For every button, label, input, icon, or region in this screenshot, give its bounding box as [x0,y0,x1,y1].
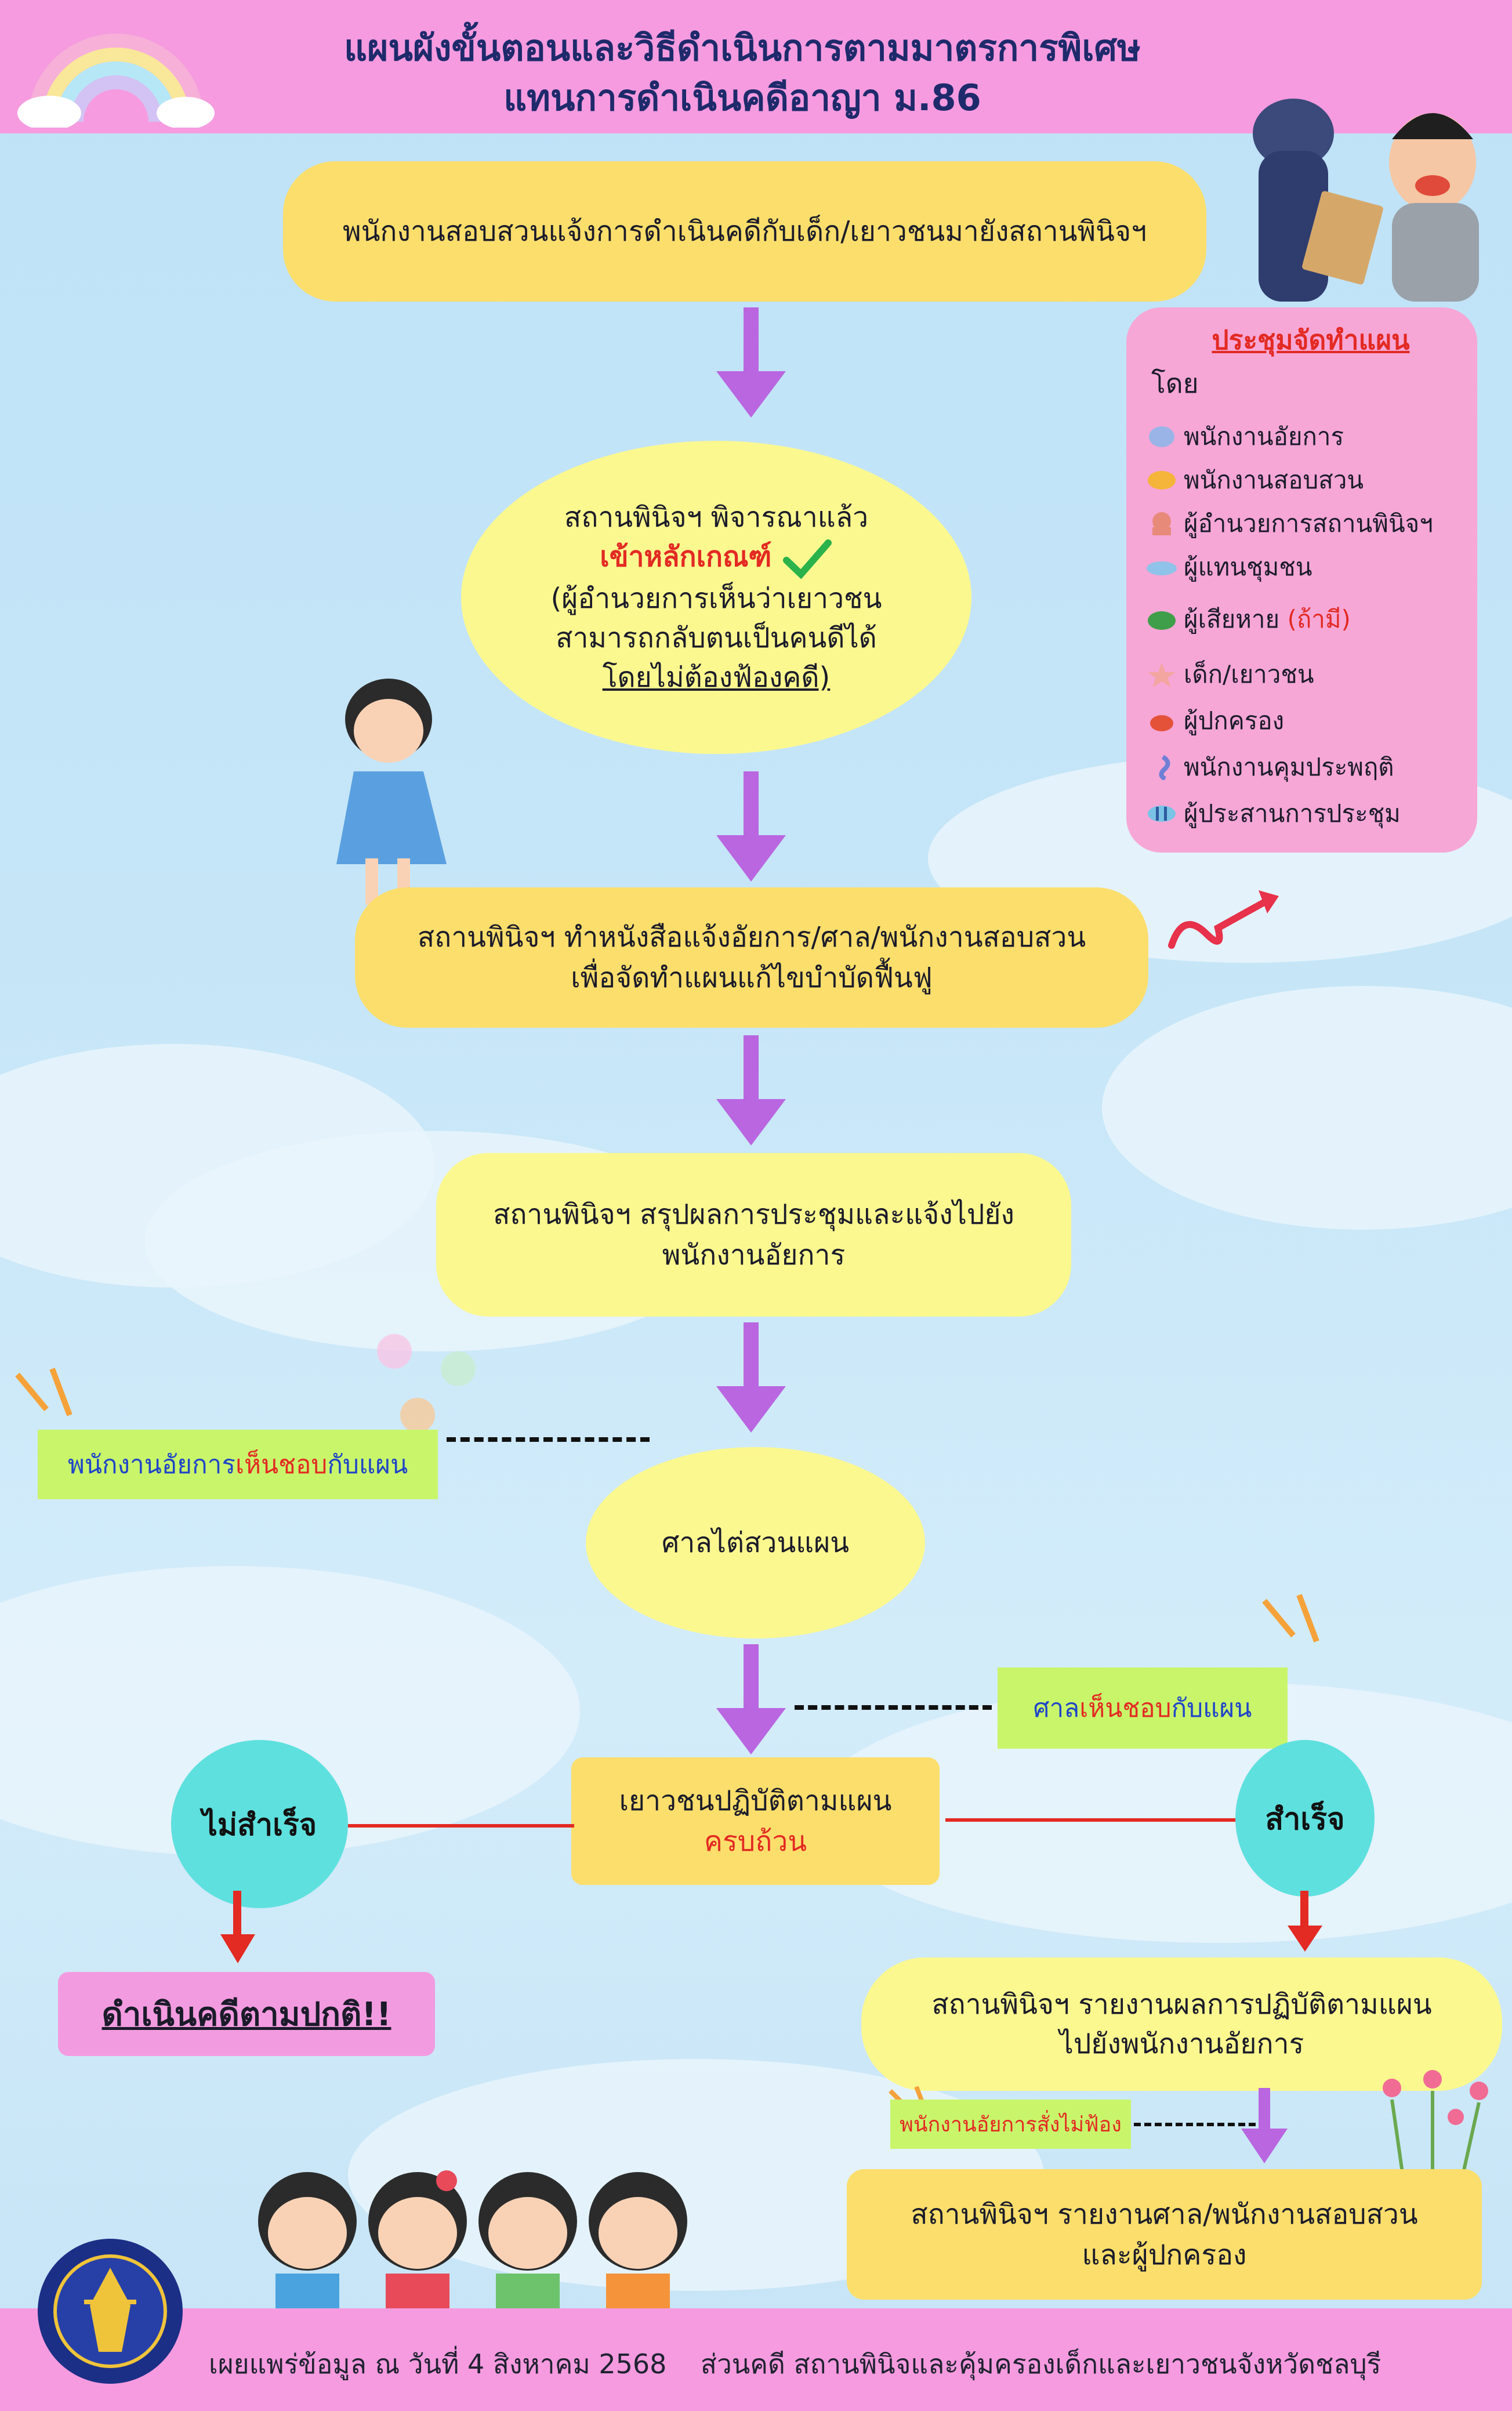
dolphin-icon [1147,561,1177,575]
page-title: แผนผังขั้นตอนและวิธีดำเนินการตามมาตรการพ… [344,27,1141,119]
dashed-connector [447,1437,650,1442]
flower-decoration [377,1334,476,1433]
down-arrow-icon [716,1322,786,1433]
turtle-icon [1148,611,1176,630]
octopus-icon [1152,512,1171,535]
down-arrow-icon [716,1035,786,1145]
sparkle-arrow-icon [1262,1594,1319,1643]
fish-icon [1148,471,1176,490]
meeting-by-label: โดย [1151,368,1199,399]
footer-text: เผยแพร่ข้อมูล ณ วันที่ 4 สิงหาคม 2568 ส่… [209,2348,1382,2380]
note-court-agree: ศาลเห็นชอบกับแผน [998,1667,1288,1749]
starfish-icon [1148,663,1176,687]
result-fail-circle: ไม่สำเร็จ [171,1740,348,1908]
children-illustration [258,2170,687,2314]
department-seal-logo [38,2239,183,2384]
dashed-connector [795,1705,992,1710]
crab-icon [1150,715,1173,731]
connector-line [945,1818,1241,1822]
step-investigator-notify: พนักงานสอบสวนแจ้งการดำเนินคดีกับเด็ก/เยา… [283,161,1206,302]
meeting-title: ประชุมจัดทำแผน [1212,324,1410,356]
curly-arrow-icon [1168,890,1279,949]
meeting-member: ผู้ปกครอง [1145,702,1284,740]
footer-banner [0,2308,1512,2411]
down-arrow-icon [716,1644,786,1754]
meeting-member: พนักงานสอบสวน [1145,461,1364,499]
police-officer-illustration [1253,99,1479,302]
meeting-member: เด็ก/เยาวชน [1145,655,1314,694]
step-youth-comply: เยาวชนปฏิบัติตามแผน ครบถ้วน [571,1757,940,1885]
meeting-panel [1126,307,1477,853]
header-banner [0,0,1512,133]
result-normal-prosecution: ดำเนินคดีตามปกติ!! [58,1972,435,2056]
down-arrow-icon [1241,2088,1288,2163]
flower-decoration [1383,2070,1488,2181]
seahorse-icon [1159,755,1170,780]
red-down-arrow-icon [220,1891,255,1963]
connector-line [348,1824,574,1828]
step-report-to-prosecutor: สถานพินิจฯ รายงานผลการปฏิบัติตามแผน ไปยั… [861,1957,1502,2091]
shell-icon [1149,426,1174,447]
red-down-arrow-icon [1288,1891,1322,1952]
down-arrow-icon [716,307,786,418]
step-assess-criteria: สถานพินิจฯ พิจารณาแล้ว เข้าหลักเกณฑ์ (ผู… [461,441,971,754]
step-final-report: สถานพินิจฯ รายงานศาล/พนักงานสอบสวน และผู… [847,2169,1482,2300]
result-success-circle: สำเร็จ [1235,1740,1375,1897]
meeting-member: พนักงานคุมประพฤติ [1145,748,1394,786]
dashed-connector [1134,2123,1256,2126]
meeting-member: ผู้อำนวยการสถานพินิจฯ [1145,505,1433,543]
rainbow-icon [17,34,215,128]
down-arrow-icon [716,771,786,882]
sparkle-arrow-icon [15,1368,72,1416]
striped-fish-icon [1148,806,1176,822]
step-court-hearing: ศาลไต่สวนแผน [586,1447,925,1638]
meeting-member: ผู้แทนชุมชน [1145,548,1312,586]
step-summarize-meeting: สถานพินิจฯ สรุปผลการประชุมและแจ้งไปยัง พ… [436,1153,1071,1317]
meeting-member: ผู้เสียหาย (ถ้ามี) [1145,600,1351,639]
note-no-prosecute: พนักงานอัยการสั่งไม่ฟ้อง [890,2100,1131,2149]
meeting-member: พนักงานอัยการ [1145,418,1344,456]
checkmark-icon [782,539,832,579]
girl-illustration [336,679,447,905]
note-prosecutor-agree: พนักงานอัยการเห็นชอบกับแผน [38,1430,438,1499]
step-notify-prosecutor-court: สถานพินิจฯ ทำหนังสือแจ้งอัยการ/ศาล/พนักง… [355,887,1148,1028]
meeting-member: ผู้ประสานการประชุม [1145,795,1401,833]
